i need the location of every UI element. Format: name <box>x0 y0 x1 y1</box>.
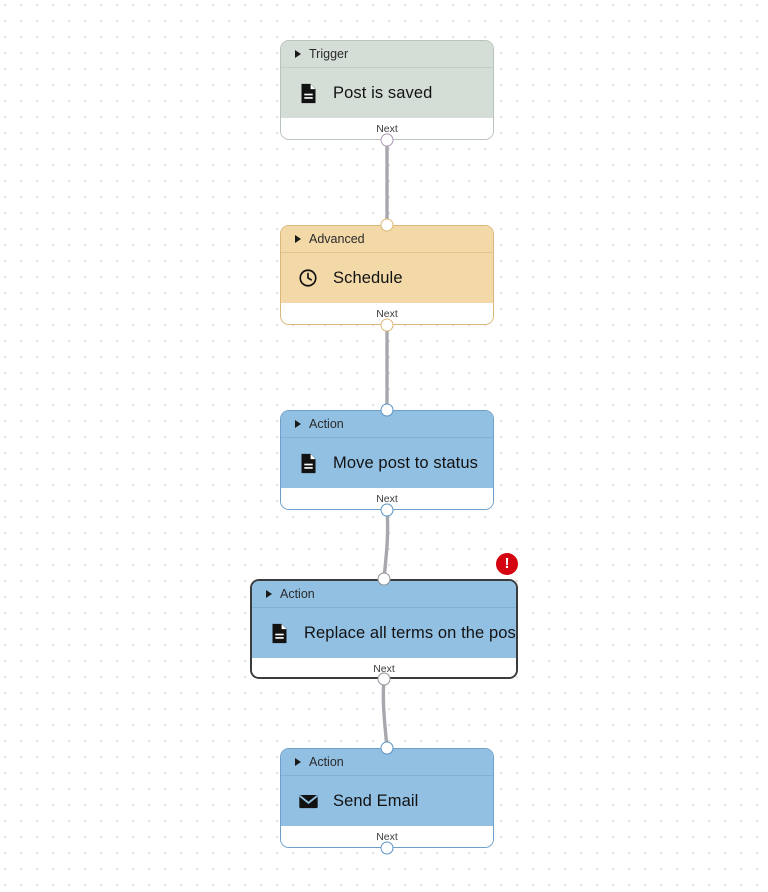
node-next-label: Next <box>376 493 398 505</box>
node-next-connector-bar[interactable]: Next <box>252 658 516 677</box>
expand-caret-icon[interactable] <box>295 420 301 428</box>
node-body[interactable]: Schedule <box>281 253 493 303</box>
node-category-label: Trigger <box>309 47 349 61</box>
port-replace-out[interactable] <box>377 672 391 686</box>
node-title: Replace all terms on the post <box>304 623 518 642</box>
node-title: Send Email <box>333 791 419 810</box>
node-next-label: Next <box>376 831 398 843</box>
node-next-connector-bar[interactable]: Next <box>281 118 493 139</box>
node-next-label: Next <box>376 308 398 320</box>
node-body[interactable]: Send Email <box>281 776 493 826</box>
port-advanced-out[interactable] <box>380 318 394 332</box>
node-body[interactable]: Replace all terms on the post <box>252 608 516 658</box>
port-replace-in[interactable] <box>377 572 391 586</box>
node-category-label: Advanced <box>309 232 365 246</box>
document-icon <box>297 82 319 104</box>
node-title: Move post to status <box>333 453 478 472</box>
expand-caret-icon[interactable] <box>295 758 301 766</box>
envelope-icon <box>297 790 319 812</box>
port-email-in[interactable] <box>380 741 394 755</box>
node-next-connector-bar[interactable]: Next <box>281 826 493 847</box>
edge-replace-to-email <box>381 677 389 750</box>
node-header[interactable]: Action <box>252 581 516 608</box>
error-badge-glyph: ! <box>504 555 510 572</box>
error-badge[interactable]: ! <box>496 553 518 575</box>
expand-caret-icon[interactable] <box>295 50 301 58</box>
node-category-label: Action <box>280 587 315 601</box>
clock-icon <box>297 267 319 289</box>
expand-caret-icon[interactable] <box>266 590 272 598</box>
node-category-label: Action <box>309 417 344 431</box>
node-next-connector-bar[interactable]: Next <box>281 303 493 324</box>
node-next-label: Next <box>373 663 395 675</box>
node-body[interactable]: Post is saved <box>281 68 493 118</box>
port-trigger-out[interactable] <box>380 133 394 147</box>
expand-caret-icon[interactable] <box>295 235 301 243</box>
document-icon <box>268 622 290 644</box>
port-move-in[interactable] <box>380 403 394 417</box>
edge-move-to-replace <box>382 508 390 581</box>
node-category-label: Action <box>309 755 344 769</box>
node-title: Schedule <box>333 268 403 287</box>
node-title: Post is saved <box>333 83 433 102</box>
node-body[interactable]: Move post to status <box>281 438 493 488</box>
node-header[interactable]: Trigger <box>281 41 493 68</box>
port-advanced-in[interactable] <box>380 218 394 232</box>
node-next-label: Next <box>376 123 398 135</box>
document-icon <box>297 452 319 474</box>
node-next-connector-bar[interactable]: Next <box>281 488 493 509</box>
port-email-out[interactable] <box>380 841 394 855</box>
port-move-out[interactable] <box>380 503 394 517</box>
